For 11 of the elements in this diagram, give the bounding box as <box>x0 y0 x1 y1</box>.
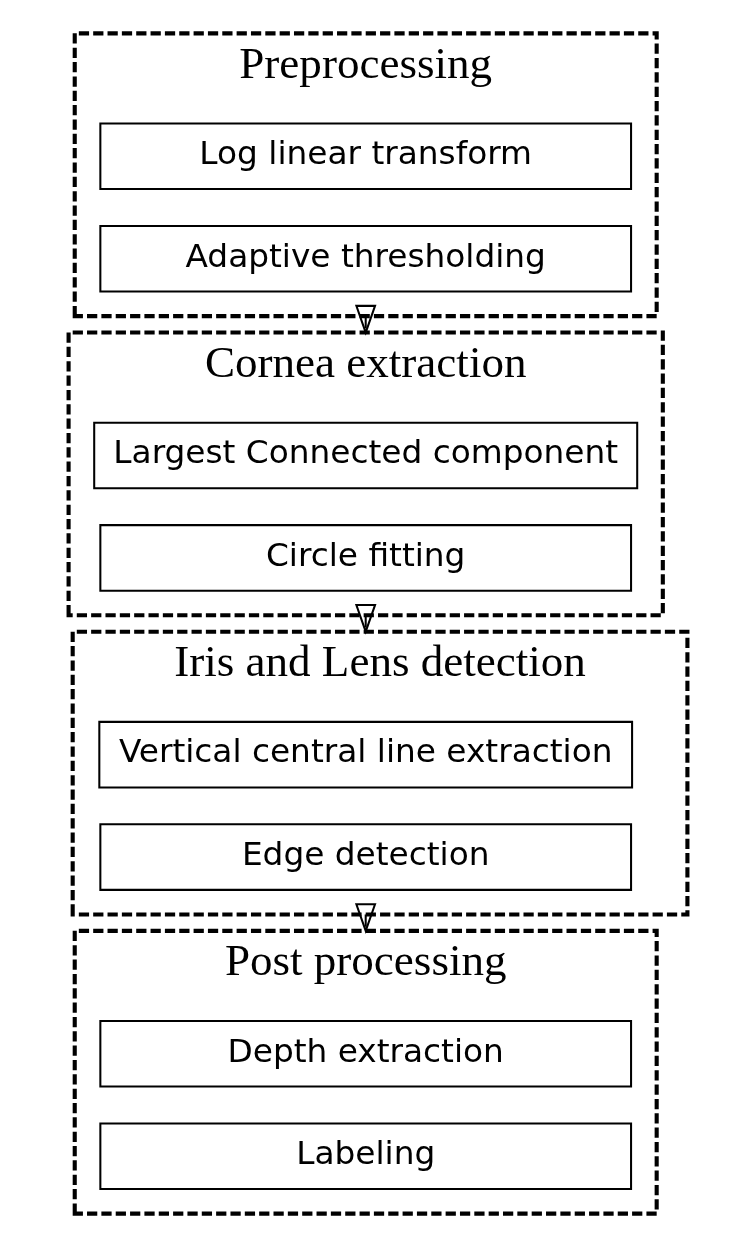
node-box: Vertical central line extraction <box>97 720 633 789</box>
node-box: Largest Connected component <box>92 421 638 490</box>
node-box: Log linear transform <box>98 122 632 191</box>
arrow <box>354 604 376 635</box>
node-box: Adaptive thresholding <box>98 224 632 293</box>
arrow <box>354 304 376 336</box>
arrow <box>354 903 376 934</box>
node-box: Edge detection <box>98 823 632 891</box>
node-box: Circle fitting <box>98 524 632 592</box>
node-box: Labeling <box>98 1122 632 1191</box>
node-box: Depth extraction <box>98 1020 632 1088</box>
